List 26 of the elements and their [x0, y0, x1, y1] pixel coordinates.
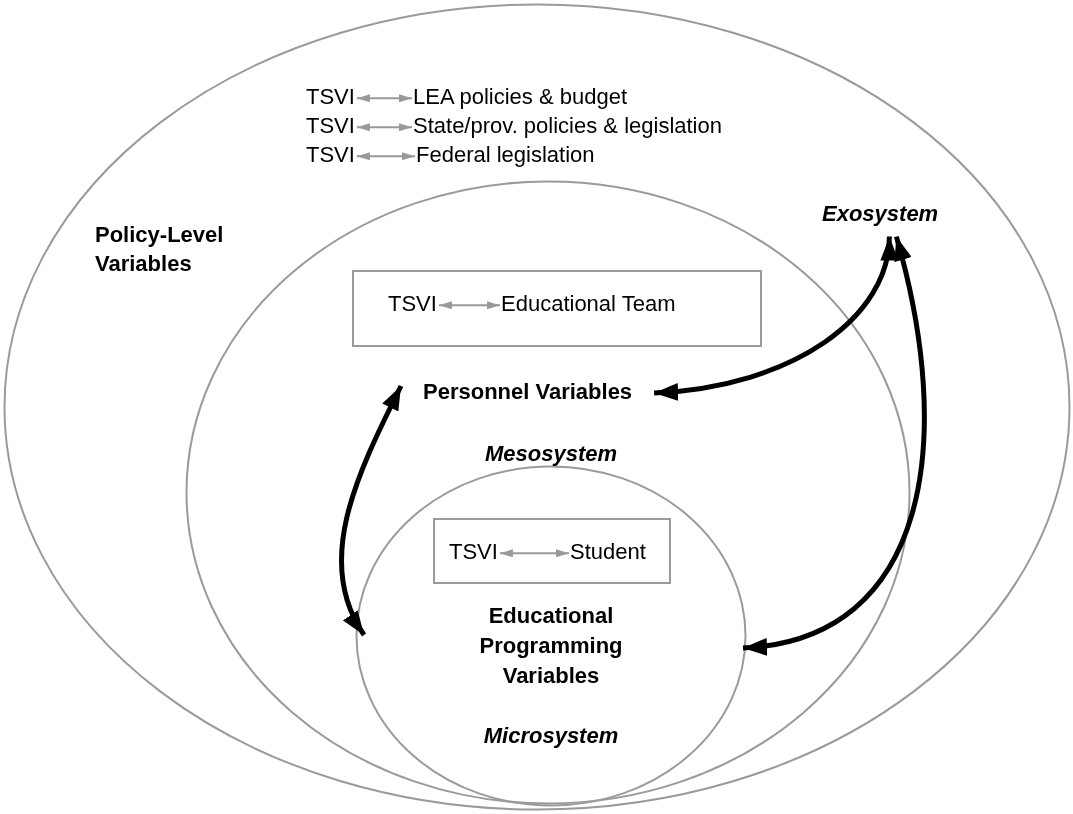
- node-label: Federal legislation: [416, 141, 595, 170]
- double-arrow: [742, 235, 927, 654]
- small-double-arrow: [355, 152, 416, 161]
- node-label: Exosystem: [822, 200, 939, 229]
- node-label: Personnel Variables: [423, 378, 633, 407]
- small-double-arrow: [498, 549, 570, 558]
- node-label: TSVI: [449, 538, 498, 567]
- small-double-arrow: [355, 123, 413, 132]
- system-label: Mesosystem: [483, 440, 619, 468]
- node-label: TSVI: [306, 141, 355, 170]
- system-label: Microsystem: [482, 722, 620, 750]
- level-label: Educational Programming Variables: [478, 602, 624, 690]
- node-label: Educational Team: [501, 290, 676, 319]
- node-label: TSVI: [306, 112, 355, 141]
- text-box: [433, 518, 671, 584]
- text-box: [352, 270, 762, 347]
- node-label: TSVI: [388, 290, 437, 319]
- double-arrow: [338, 384, 404, 637]
- double-arrow: [653, 236, 896, 400]
- node-label: LEA policies & budget: [413, 83, 628, 112]
- level-label: Policy-Level Variables: [95, 221, 225, 278]
- small-double-arrow: [355, 94, 413, 103]
- small-double-arrow: [437, 301, 501, 310]
- node-label: TSVI: [306, 83, 355, 112]
- node-label: State/prov. policies & legislation: [413, 112, 722, 141]
- node-label: Student: [570, 538, 646, 567]
